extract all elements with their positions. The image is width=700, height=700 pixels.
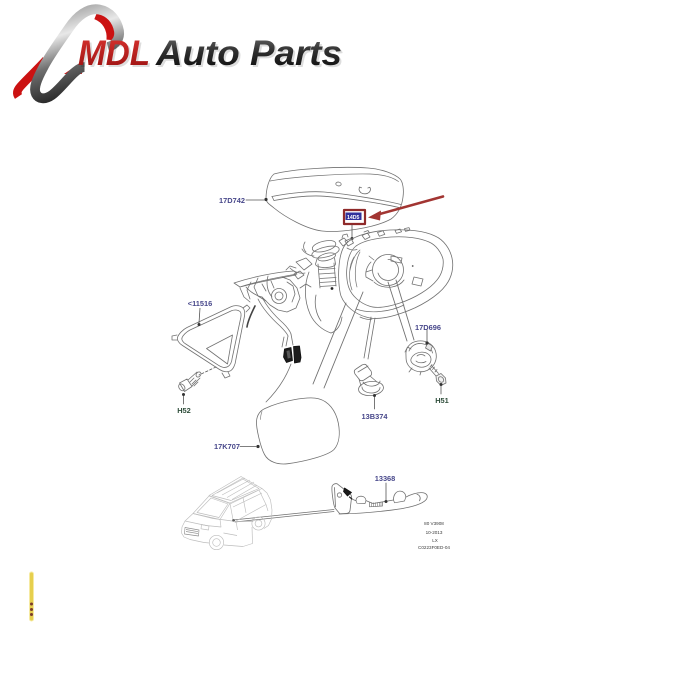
svg-text:H51: H51	[435, 396, 449, 405]
svg-text:LX: LX	[432, 538, 438, 543]
svg-text:C0223F0ED-04: C0223F0ED-04	[418, 545, 450, 550]
svg-text:13368: 13368	[375, 474, 396, 483]
svg-text:<11516: <11516	[188, 299, 212, 308]
svg-text:MDL: MDL	[78, 34, 150, 73]
svg-text:Auto Parts: Auto Parts	[157, 36, 344, 75]
svg-text:17D696: 17D696	[415, 323, 441, 332]
svg-text:MDL: MDL	[80, 36, 152, 75]
svg-text:17D742: 17D742	[219, 196, 245, 205]
svg-text:80 V3908: 80 V3908	[424, 521, 444, 526]
svg-text:17K707: 17K707	[214, 442, 240, 451]
svg-text:14D5: 14D5	[347, 215, 360, 221]
svg-text:Auto Parts: Auto Parts	[155, 34, 342, 73]
svg-text:10-2013: 10-2013	[426, 530, 443, 535]
svg-text:H52: H52	[177, 406, 191, 415]
svg-text:13B374: 13B374	[362, 412, 389, 421]
